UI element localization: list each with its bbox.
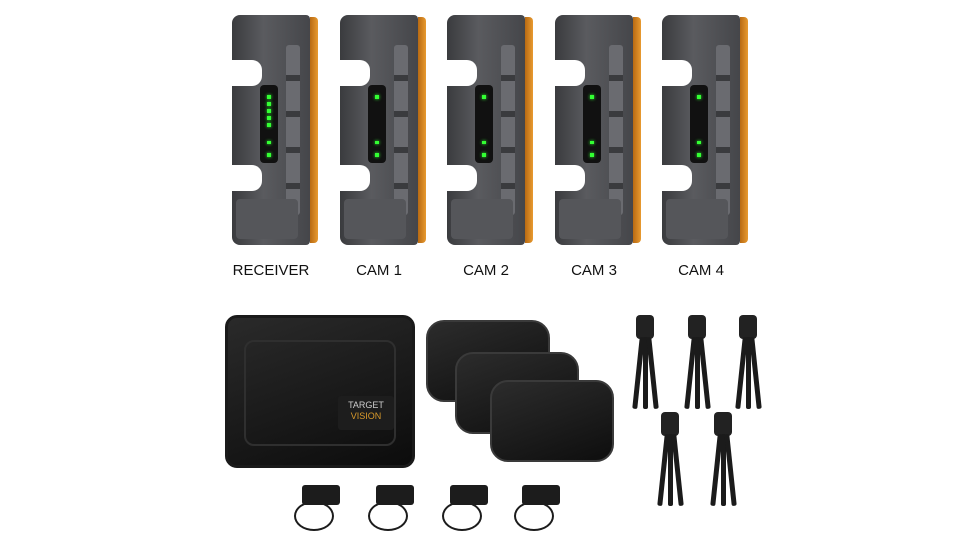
- hard-carrying-case: TARGET VISION: [225, 315, 415, 468]
- orange-edge: [740, 17, 748, 243]
- grip-notch: [447, 165, 477, 191]
- grip-notch: [662, 165, 692, 191]
- signal-led: [375, 95, 379, 99]
- signal-led: [267, 109, 271, 113]
- side-ribs: [609, 45, 623, 215]
- power-adapter: [292, 485, 342, 535]
- tripod: [733, 315, 763, 415]
- device-base: [344, 199, 406, 239]
- signal-led: [267, 102, 271, 106]
- power-icon: [375, 153, 379, 157]
- soft-case: [490, 380, 614, 462]
- side-ribs: [501, 45, 515, 215]
- signal-led: [697, 95, 701, 99]
- status-panel: [583, 85, 601, 163]
- device-label: CAM 1: [356, 262, 402, 279]
- case-lid-panel: [244, 340, 396, 446]
- orange-edge: [633, 17, 641, 243]
- device-base: [236, 199, 298, 239]
- wifi-icon: [590, 141, 594, 144]
- grip-notch: [340, 165, 370, 191]
- device-label: CAM 2: [463, 262, 509, 279]
- grip-notch: [555, 60, 585, 86]
- device-base: [559, 199, 621, 239]
- orange-edge: [525, 17, 533, 243]
- grip-notch: [662, 60, 692, 86]
- power-icon: [267, 153, 271, 157]
- wifi-icon: [267, 141, 271, 144]
- signal-led: [267, 116, 271, 120]
- logo-line-1: TARGET: [348, 400, 384, 410]
- side-ribs: [394, 45, 408, 215]
- side-ribs: [286, 45, 300, 215]
- logo-line-2: VISION: [350, 411, 382, 421]
- tripod: [682, 315, 712, 415]
- grip-notch: [555, 165, 585, 191]
- wifi-icon: [697, 141, 701, 144]
- wifi-icon: [375, 141, 379, 144]
- tripod: [708, 412, 738, 512]
- orange-edge: [418, 17, 426, 243]
- device-base: [451, 199, 513, 239]
- wifi-icon: [482, 141, 486, 144]
- device-label: CAM 3: [571, 262, 617, 279]
- power-adapter: [512, 485, 562, 535]
- signal-led: [267, 95, 271, 99]
- orange-edge: [310, 17, 318, 243]
- signal-led: [267, 123, 271, 127]
- status-panel: [690, 85, 708, 163]
- status-panel: [368, 85, 386, 163]
- device-label: CAM 4: [678, 262, 724, 279]
- grip-notch: [232, 165, 262, 191]
- device-cam-3: [555, 15, 641, 245]
- power-icon: [697, 153, 701, 157]
- grip-notch: [232, 60, 262, 86]
- signal-led: [590, 95, 594, 99]
- power-adapter: [366, 485, 416, 535]
- power-adapter: [440, 485, 490, 535]
- device-base: [666, 199, 728, 239]
- device-cam-4: [662, 15, 748, 245]
- tripod: [655, 412, 685, 512]
- signal-led: [482, 95, 486, 99]
- grip-notch: [447, 60, 477, 86]
- device-label: RECEIVER: [232, 262, 310, 279]
- target-vision-logo: TARGET VISION: [338, 396, 394, 430]
- device-receiver: [232, 15, 318, 245]
- power-icon: [590, 153, 594, 157]
- device-cam-2: [447, 15, 533, 245]
- device-cam-1: [340, 15, 426, 245]
- power-icon: [482, 153, 486, 157]
- status-panel: [475, 85, 493, 163]
- side-ribs: [716, 45, 730, 215]
- grip-notch: [340, 60, 370, 86]
- tripod: [630, 315, 660, 415]
